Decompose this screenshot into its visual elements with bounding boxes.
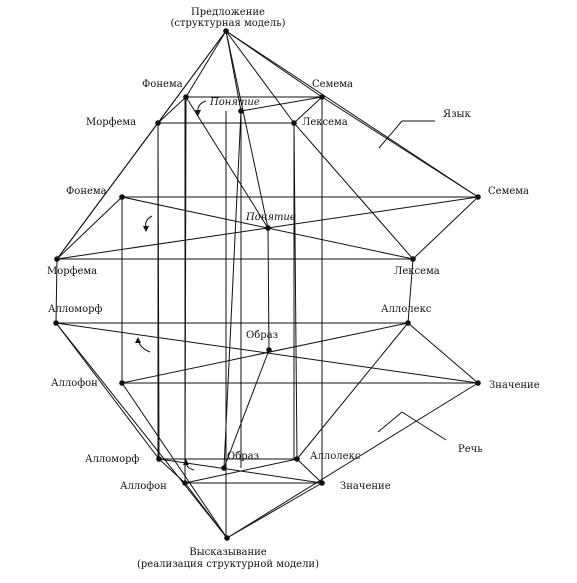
- edge-pon_m-obr_m: [267, 227, 270, 351]
- node-fonema-top: Фонема: [142, 79, 183, 90]
- edge-alf_m-alll_m: [121, 322, 409, 384]
- node-dot-pon_m: [265, 225, 271, 231]
- bottom-title-line1: Высказывание: [189, 547, 267, 558]
- callout-speech: [401, 411, 447, 441]
- node-dot-allm_m: [53, 320, 59, 326]
- edge-allm_m-bot: [55, 322, 228, 539]
- edge-fon_t-pon_m: [185, 96, 269, 229]
- node-dot-mor_m: [54, 256, 60, 262]
- edge-alf_m-bot: [121, 382, 228, 539]
- node-obraz-bot: Образ: [227, 451, 260, 462]
- side-label-speech: Речь: [458, 444, 483, 455]
- arrow-mid-head: [143, 226, 149, 232]
- edge-zn_b-bot: [226, 482, 323, 539]
- node-dot-obr_m: [266, 347, 272, 353]
- node-znachenie-bot: Значение: [340, 481, 391, 492]
- edge-alf_b-bot: [184, 482, 228, 539]
- edge-sem_t-sem_m: [321, 96, 479, 198]
- node-dot-zn_m: [475, 380, 481, 386]
- callout-language-diag: [378, 120, 403, 149]
- node-alloleks-mid: Аллолекс: [381, 304, 432, 315]
- top-title-line1: Предложение: [191, 7, 265, 18]
- edge-alf_b-alll_b: [184, 458, 298, 484]
- node-morfema-top: Морфема: [86, 117, 137, 128]
- edge-pon_t-obr_b: [223, 110, 242, 469]
- edge-obr_m-obr_b: [223, 349, 270, 469]
- node-dot-alll_b: [294, 456, 300, 462]
- edge-top-pon_m: [225, 30, 269, 229]
- edge-sem_t-pon_t: [240, 96, 323, 112]
- node-fonema-mid: Фонема: [66, 186, 107, 197]
- edge-alll_m-alll_b: [296, 322, 409, 460]
- node-dot-sem_t: [319, 94, 325, 100]
- edge-mor_m-fon_m: [56, 196, 123, 260]
- node-dot-pon_t: [238, 108, 244, 114]
- node-dot-mor_t: [155, 120, 161, 126]
- node-dot-alf_m: [119, 380, 125, 386]
- top-title-line2: (структурная модель): [170, 18, 286, 29]
- node-semema-top: Семема: [312, 79, 354, 90]
- edge-zn_m-bot: [226, 382, 479, 539]
- node-dot-alf_b: [182, 480, 188, 486]
- edge-lek_t-lek_m: [293, 122, 414, 260]
- edge-top-sem_m: [225, 30, 479, 198]
- arrow-top-head: [195, 110, 201, 116]
- node-ponyatie-top: Понятие: [210, 97, 260, 108]
- node-dot-allm_b: [156, 456, 162, 462]
- edge-alll_b-zn_b: [296, 458, 323, 484]
- node-allomorf-bot: Алломорф: [85, 454, 140, 465]
- arrow-bottom-head: [183, 459, 189, 465]
- node-dot-bot: [224, 535, 230, 541]
- callout-speech-diag: [377, 411, 403, 433]
- edge-top-lek_t: [225, 30, 295, 124]
- edge-mor_m-allm_m: [55, 258, 58, 324]
- node-obraz-mid: Образ: [246, 330, 279, 341]
- node-ponyatie-mid: Понятие: [246, 212, 296, 223]
- node-allofon-mid: Аллофон: [51, 378, 98, 389]
- node-dot-lek_t: [291, 120, 297, 126]
- node-leksema-mid: Лексема: [394, 266, 440, 277]
- node-dot-sem_m: [475, 194, 481, 200]
- edge-allm_m-allm_b: [55, 322, 160, 460]
- node-leksema-top: Лексема: [302, 117, 348, 128]
- node-allomorf-mid: Алломорф: [48, 304, 103, 315]
- node-dot-alll_m: [405, 320, 411, 326]
- node-dot-obr_b: [221, 465, 227, 471]
- edge-fon_t-mor_t: [157, 96, 187, 124]
- node-dot-zn_b: [319, 480, 325, 486]
- edge-lek_m-alll_m: [407, 258, 414, 324]
- node-dot-top: [223, 28, 229, 34]
- edge-alll_m-zn_m: [407, 322, 479, 384]
- node-alloleks-bot: Аллолекс: [310, 451, 361, 462]
- edge-sem_m-lek_m: [412, 196, 479, 260]
- node-znachenie-mid: Значение: [489, 380, 540, 391]
- node-dot-fon_t: [183, 94, 189, 100]
- arrow-low-head: [135, 337, 141, 343]
- bottom-title-line2: (реализация структурной модели): [136, 559, 320, 570]
- edge-mor_t-mor_m: [56, 122, 159, 260]
- node-morfema-mid: Морфема: [47, 266, 98, 277]
- edge-sem_t-lek_t: [293, 96, 323, 124]
- node-dot-lek_m: [410, 256, 416, 262]
- edge-allm_b-alf_b: [158, 458, 186, 484]
- node-semema-mid: Семема: [488, 186, 530, 197]
- side-label-language: Язык: [443, 109, 471, 120]
- node-dot-fon_m: [119, 194, 125, 200]
- node-allofon-bot: Аллофон: [120, 481, 167, 492]
- edge-top-fon_t: [185, 30, 227, 98]
